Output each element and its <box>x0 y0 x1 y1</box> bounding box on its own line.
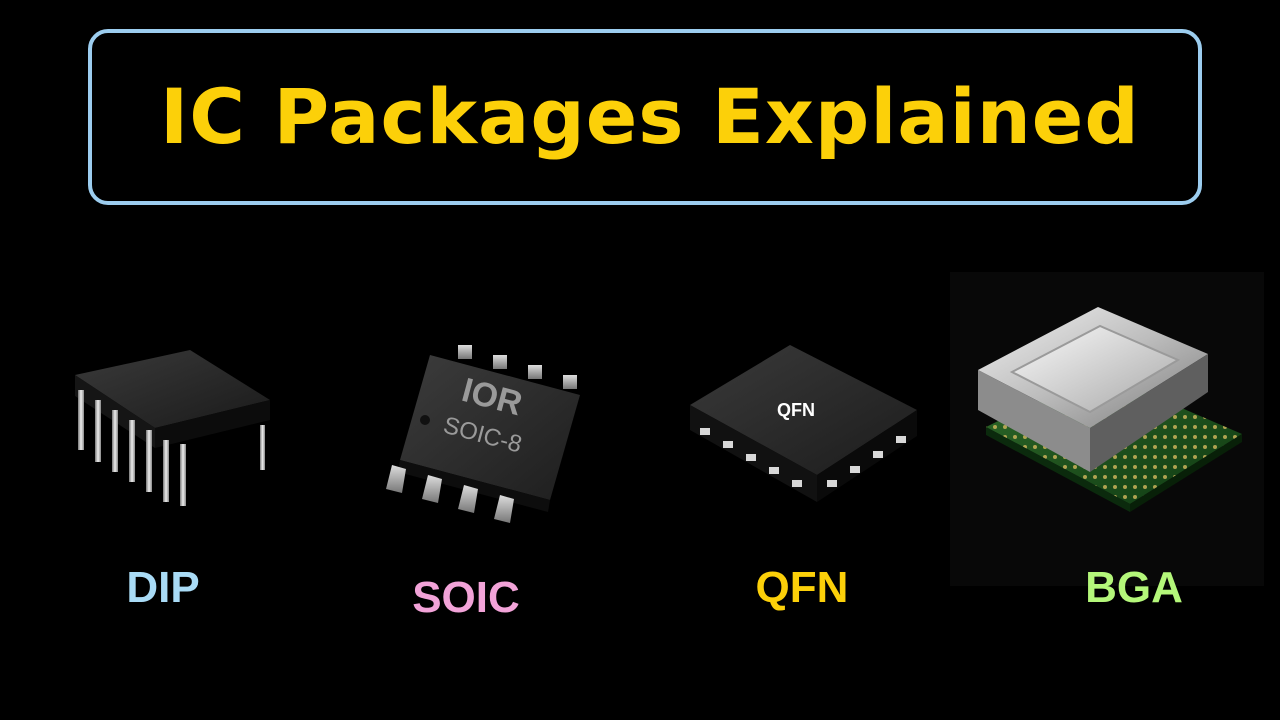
qfn-label: QFN <box>755 563 849 612</box>
qfn-chip-icon: QFN <box>690 345 917 502</box>
bga-label: BGA <box>1085 563 1183 612</box>
soic-chip-icon: IOR SOIC-8 <box>386 345 580 523</box>
qfn-marking: QFN <box>777 400 815 420</box>
title-frame <box>88 29 1202 205</box>
dip-chip-icon <box>75 350 270 506</box>
dip-label: DIP <box>126 563 200 612</box>
bga-chip-icon <box>978 307 1242 512</box>
soic-label: SOIC <box>412 573 520 622</box>
page-title: IC Packages Explained <box>160 72 1140 161</box>
